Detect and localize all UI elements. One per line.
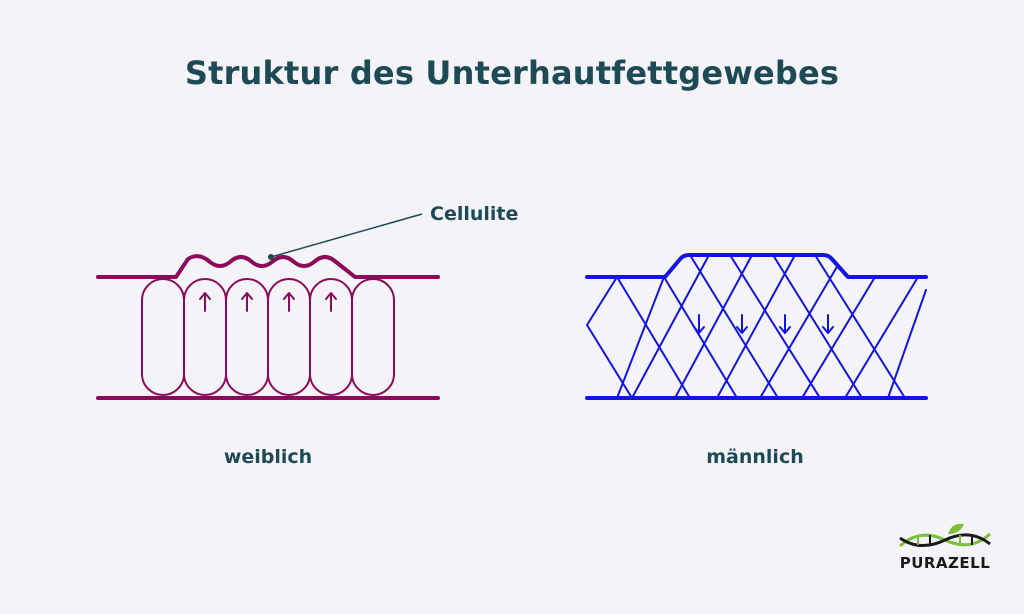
caption-female: weiblich (223, 446, 313, 468)
female-fat-cell (351, 278, 395, 396)
up-arrow-icon (325, 292, 337, 312)
female-skin-line (96, 254, 440, 279)
male-down-arrows (693, 314, 834, 334)
female-up-arrows (199, 292, 337, 312)
down-arrow-icon (693, 314, 705, 334)
up-arrow-icon (283, 292, 295, 312)
up-arrow-icon (241, 292, 253, 312)
male-skin-line (585, 253, 928, 279)
cellulite-label: Cellulite (430, 203, 519, 225)
page-title: Struktur des Unterhautfettgewebes (184, 54, 840, 92)
up-arrow-icon (199, 292, 211, 312)
female-fat-cell (141, 278, 185, 396)
male-lattice (586, 254, 927, 399)
dna-leaf-icon (898, 523, 992, 548)
down-arrow-icon (822, 314, 834, 334)
female-structure (96, 254, 440, 400)
down-arrow-icon (779, 314, 791, 334)
down-arrow-icon (736, 314, 748, 334)
annotation-leader (268, 213, 423, 260)
male-structure (585, 253, 928, 400)
logo-text: PURAZELL (899, 554, 991, 572)
purazell-logo: PURAZELL (890, 520, 1000, 580)
caption-male: männlich (706, 446, 804, 468)
